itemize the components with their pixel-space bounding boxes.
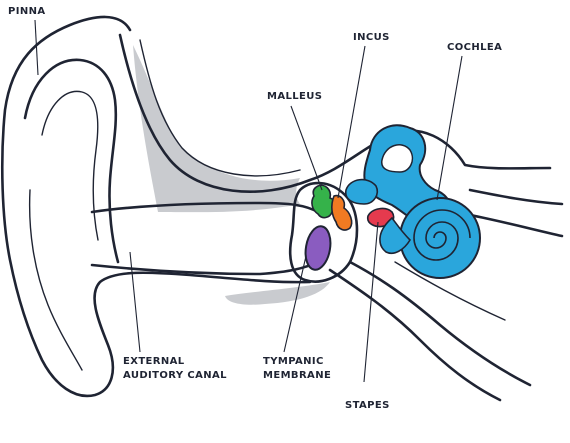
- leader-malleus: [290, 105, 323, 191]
- pinna-outline: [0, 15, 312, 398]
- label-tympanic-line1: TYMPANIC: [263, 356, 324, 367]
- label-incus: INCUS: [353, 32, 390, 43]
- nerve-line: [394, 261, 506, 321]
- leader-tympanic: [283, 255, 307, 353]
- malleus-bone: [311, 184, 337, 219]
- skull-contour-upper: [118, 33, 552, 193]
- middle-ear-cavity: [288, 181, 359, 283]
- label-canal-line2: AUDITORY CANAL: [123, 370, 227, 381]
- canal-upper-wall: [90, 201, 320, 214]
- vestibule-loop: [344, 178, 379, 205]
- pinna-concha: [28, 189, 83, 371]
- pinna-antihelix: [41, 90, 99, 241]
- leader-canal: [129, 251, 141, 353]
- label-pinna: PINNA: [8, 6, 46, 17]
- tympanic-membrane: [304, 225, 332, 271]
- canal-lower-wall: [90, 260, 320, 276]
- pinna-helix: [23, 58, 120, 264]
- leader-cochlea: [436, 55, 463, 201]
- leader-incus: [337, 45, 366, 199]
- label-tympanic-line2: MEMBRANE: [263, 370, 331, 381]
- temporal-bone-lower: [225, 282, 330, 305]
- cochlea-spiral: [413, 209, 471, 261]
- skull-contour-right-2: [468, 213, 564, 238]
- cochlea-connector: [379, 216, 412, 255]
- eustachian-tube-1: [328, 268, 502, 402]
- label-malleus: MALLEUS: [267, 91, 322, 102]
- label-cochlea: COCHLEA: [447, 42, 502, 53]
- eustachian-tube-2: [348, 260, 532, 387]
- semicircular-canal-loop: [381, 144, 414, 173]
- label-stapes: STAPES: [345, 400, 390, 411]
- label-canal-line1: EXTERNAL: [123, 356, 185, 367]
- temporal-bone-upper: [133, 45, 300, 213]
- skull-contour-right: [468, 188, 564, 206]
- skull-contour-inner: [139, 39, 301, 177]
- incus-bone: [331, 194, 353, 231]
- leader-stapes: [363, 221, 379, 383]
- leader-pinna: [34, 19, 39, 76]
